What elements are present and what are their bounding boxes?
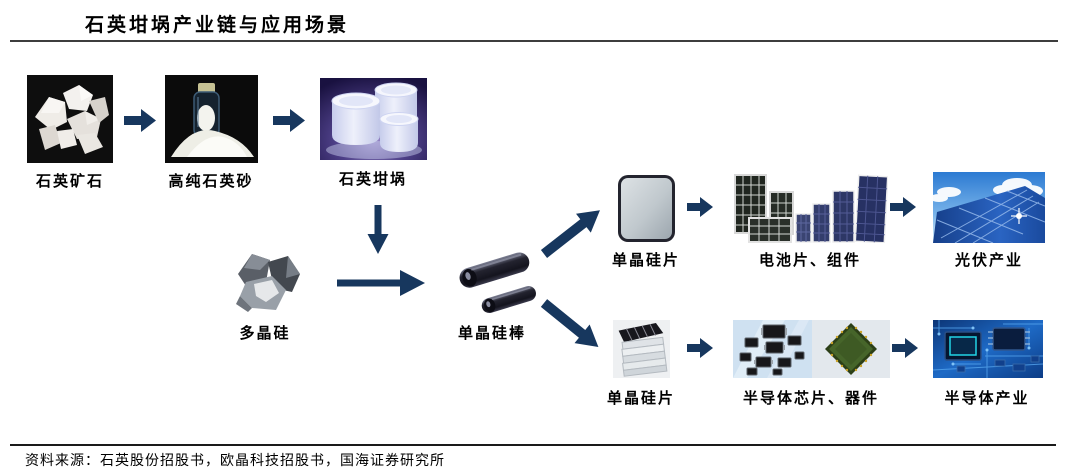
pv-industry-icon [933, 172, 1045, 243]
quartz-ore-icon [27, 75, 113, 163]
node-label-wafer-pv: 单晶硅片 [611, 253, 680, 269]
quartz-sand-icon [165, 75, 258, 163]
wafer-stack-image [613, 320, 670, 378]
source-note: 资料来源：石英股份招股书，欧晶科技招股书，国海证券研究所 [25, 454, 445, 469]
solar-cells-modules-image [733, 172, 888, 243]
arrow-right-icon [892, 338, 918, 363]
silicon-rod-image [447, 250, 538, 318]
mono-wafer-image [618, 175, 675, 242]
silicon-rod-icon [459, 252, 536, 314]
node-label-semi-industry: 半导体产业 [944, 391, 1030, 407]
quartz-sand-image [165, 75, 258, 163]
figure-title: 石英坩埚产业链与应用场景 [85, 15, 350, 36]
arrow-right-icon [337, 270, 425, 301]
semiconductor-industry-image [933, 320, 1043, 378]
arrow-right-icon [687, 197, 713, 222]
arrow-right-icon [273, 109, 305, 137]
node-label-quartz-sand: 高纯石英砂 [168, 174, 254, 190]
arrow-down-right-icon [540, 296, 606, 359]
solar-cells-modules-icon [734, 174, 888, 243]
quartz-ore-image [27, 75, 113, 163]
arrow-up-right-icon [540, 203, 606, 265]
node-label-wafer-semi: 单晶硅片 [606, 391, 675, 407]
quartz-crucible-image [320, 78, 427, 160]
pv-industry-image [933, 172, 1045, 243]
semiconductor-chips-icon [733, 320, 890, 378]
node-label-polysilicon: 多晶硅 [239, 326, 291, 342]
node-label-quartz-ore: 石英矿石 [35, 174, 104, 190]
node-label-cells-modules: 电池片、组件 [758, 253, 861, 269]
node-label-semi-chips: 半导体芯片、器件 [742, 391, 879, 407]
footer-rule [10, 444, 1056, 446]
arrow-right-icon [687, 338, 713, 363]
polysilicon-icon [236, 254, 300, 312]
polysilicon-image [224, 246, 306, 318]
semiconductor-chips-image [733, 320, 890, 378]
node-label-pv-industry: 光伏产业 [954, 253, 1023, 269]
quartz-crucible-icon [320, 78, 427, 160]
semiconductor-industry-icon [933, 320, 1043, 378]
wafer-stack-icon [613, 320, 670, 378]
arrow-right-icon [124, 109, 156, 137]
node-label-quartz-crucible: 石英坩埚 [338, 172, 407, 188]
node-label-silicon-rod: 单晶硅棒 [457, 326, 526, 342]
title-rule [10, 40, 1058, 42]
arrow-down-icon [366, 205, 390, 259]
mono-wafer-icon [618, 175, 675, 242]
arrow-right-icon [890, 197, 916, 222]
